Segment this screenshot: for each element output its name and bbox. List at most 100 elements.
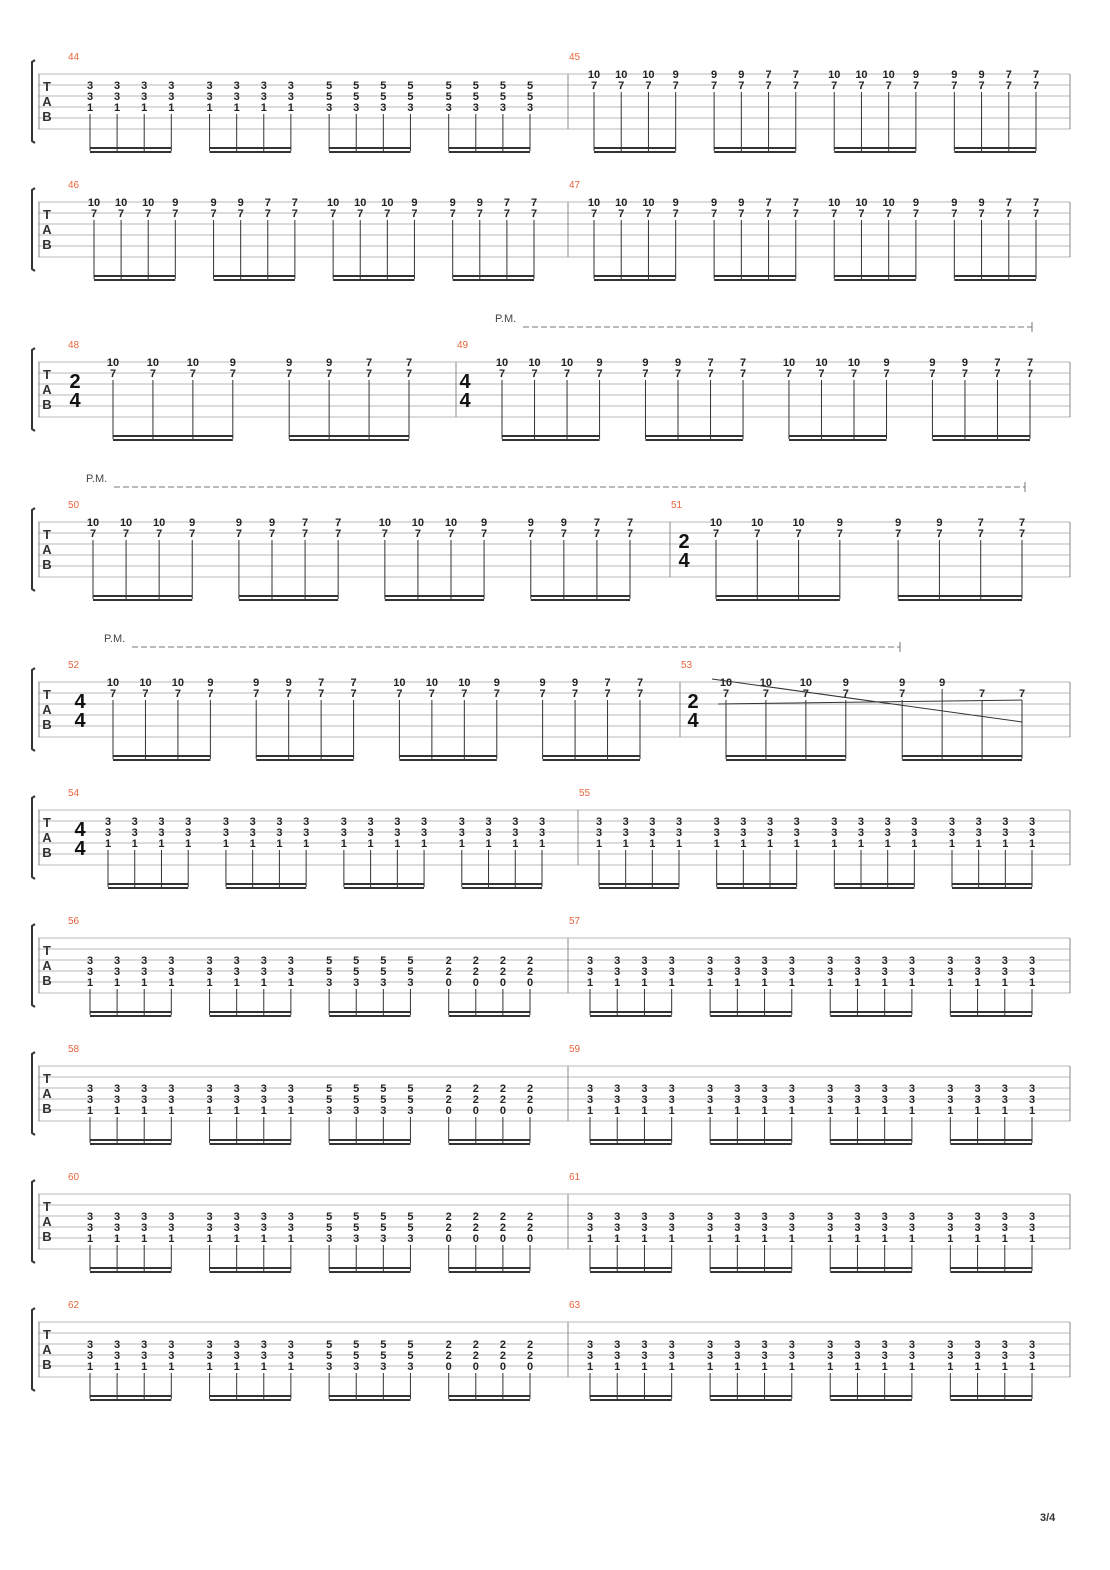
fret-number: 3: [614, 1083, 620, 1095]
fret-number: 3: [207, 1094, 213, 1106]
fret-number: 3: [141, 1339, 147, 1351]
fret-number: 5: [446, 80, 452, 92]
fret-number: 2: [500, 966, 506, 978]
fret-number: 1: [234, 102, 240, 114]
fret-number: 9: [711, 69, 717, 81]
fret-number: 3: [1029, 966, 1035, 978]
fret-number: 1: [789, 1233, 795, 1245]
fret-number: 3: [761, 1083, 767, 1095]
fret-number: 7: [979, 688, 985, 700]
fret-number: 3: [261, 80, 267, 92]
tab-clef-letter: A: [42, 382, 52, 397]
time-signature-top: 4: [74, 691, 86, 713]
fret-number: 3: [641, 1339, 647, 1351]
fret-number: 1: [827, 1233, 833, 1245]
fret-number: 10: [115, 197, 127, 209]
fret-number: 3: [947, 1083, 953, 1095]
fret-number: 3: [614, 966, 620, 978]
tab-clef-letter: B: [42, 237, 51, 252]
fret-number: 7: [429, 688, 435, 700]
fret-number: 7: [1033, 208, 1039, 220]
fret-number: 9: [711, 197, 717, 209]
measure-number: 63: [569, 1300, 581, 1311]
fret-number: 10: [720, 677, 732, 689]
fret-number: 3: [250, 816, 256, 828]
fret-number: 5: [380, 955, 386, 967]
fret-number: 7: [913, 208, 919, 220]
tab-clef-letter: T: [43, 79, 51, 94]
fret-number: 3: [714, 816, 720, 828]
fret-number: 3: [707, 1222, 713, 1234]
fret-number: 1: [587, 1361, 593, 1373]
fret-number: 3: [734, 1211, 740, 1223]
fret-number: 9: [269, 517, 275, 529]
fret-number: 3: [587, 1350, 593, 1362]
measure-number: 58: [68, 1044, 80, 1055]
fret-number: 7: [738, 208, 744, 220]
fret-number: 1: [947, 1233, 953, 1245]
measure-number: 59: [569, 1044, 581, 1055]
fret-number: 9: [207, 677, 213, 689]
fret-number: 7: [803, 688, 809, 700]
fret-number: 9: [978, 197, 984, 209]
fret-number: 7: [366, 357, 372, 369]
fret-number: 3: [326, 1233, 332, 1245]
fret-number: 3: [261, 1339, 267, 1351]
fret-number: 9: [673, 69, 679, 81]
fret-number: 1: [1002, 838, 1008, 850]
fret-number: 3: [947, 955, 953, 967]
fret-number: 3: [105, 816, 111, 828]
fret-number: 3: [421, 827, 427, 839]
fret-number: 1: [341, 838, 347, 850]
fret-number: 7: [1019, 517, 1025, 529]
fret-number: 1: [105, 838, 111, 850]
fret-number: 1: [909, 1105, 915, 1117]
fret-number: 3: [459, 827, 465, 839]
fret-number: 3: [761, 1094, 767, 1106]
fret-number: 3: [234, 955, 240, 967]
fret-number: 3: [261, 1211, 267, 1223]
fret-number: 5: [407, 1339, 413, 1351]
fret-number: 3: [854, 1094, 860, 1106]
fret-number: 1: [740, 838, 746, 850]
fret-number: 7: [786, 368, 792, 380]
fret-number: 3: [882, 1211, 888, 1223]
fret-number: 7: [172, 208, 178, 220]
fret-number: 3: [676, 816, 682, 828]
fret-number: 9: [673, 197, 679, 209]
fret-number: 3: [827, 1339, 833, 1351]
fret-number: 7: [1006, 69, 1012, 81]
tab-system: TAB5444331331331331331331331331331331331…: [31, 788, 1071, 889]
fret-number: 7: [207, 688, 213, 700]
measure-number: 56: [68, 916, 80, 927]
fret-number: 3: [1029, 955, 1035, 967]
tab-clef-letter: A: [42, 958, 52, 973]
fret-number: 7: [302, 517, 308, 529]
fret-number: 3: [1002, 1211, 1008, 1223]
fret-number: 7: [765, 69, 771, 81]
fret-number: 3: [1029, 827, 1035, 839]
fret-number: 7: [594, 528, 600, 540]
fret-number: 1: [141, 1233, 147, 1245]
fret-number: 3: [707, 1094, 713, 1106]
fret-number: 7: [318, 677, 324, 689]
fret-number: 3: [858, 827, 864, 839]
fret-number: 3: [794, 827, 800, 839]
fret-number: 1: [794, 838, 800, 850]
fret-number: 3: [974, 1350, 980, 1362]
tab-clef-letter: B: [42, 1357, 51, 1372]
fret-number: 3: [909, 1350, 915, 1362]
fret-number: 1: [250, 838, 256, 850]
tab-clef-letter: T: [43, 1199, 51, 1214]
fret-number: 0: [446, 1361, 452, 1373]
fret-number: 1: [539, 838, 545, 850]
fret-number: 10: [642, 69, 654, 81]
fret-number: 2: [500, 1339, 506, 1351]
system-bracket: [31, 1051, 36, 1136]
fret-number: 1: [261, 102, 267, 114]
fret-number: 1: [761, 977, 767, 989]
fret-number: 3: [789, 1339, 795, 1351]
fret-number: 7: [837, 528, 843, 540]
tab-clef-letter: T: [43, 527, 51, 542]
